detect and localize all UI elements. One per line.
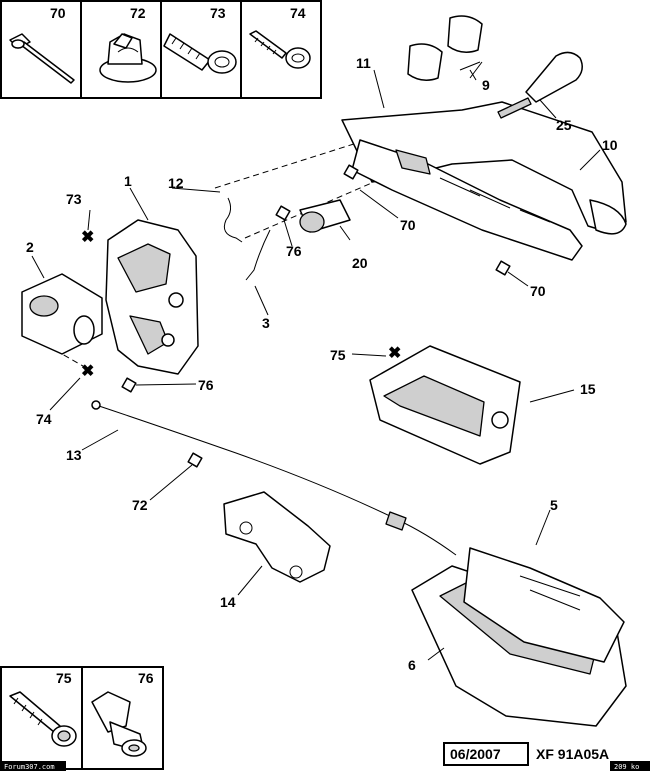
outside-door-handle xyxy=(341,101,627,261)
callout-10: 10 xyxy=(602,137,618,153)
callout-1: 1 xyxy=(124,173,132,189)
screw-washer-icon xyxy=(9,691,77,747)
callout-13: 13 xyxy=(66,447,82,463)
svg-text:✖: ✖ xyxy=(81,229,94,246)
inside-door-handle xyxy=(411,547,627,727)
callout-73: 73 xyxy=(66,191,82,207)
watermark-left: Forum307.com xyxy=(4,763,55,771)
callout-numbers: 1 2 3 5 6 9 10 11 12 13 14 15 20 25 70 7… xyxy=(26,55,618,673)
lock-cover xyxy=(369,345,521,465)
callout-70-upper: 70 xyxy=(400,217,416,233)
callout-11: 11 xyxy=(356,55,371,71)
control-rods xyxy=(223,197,271,281)
position-markers: ✖ ✖ ✖ xyxy=(81,164,511,468)
callout-5: 5 xyxy=(550,497,558,513)
legend-number-73: 73 xyxy=(210,5,226,21)
clip-fastener-icon xyxy=(91,691,147,757)
callout-9: 9 xyxy=(482,77,490,93)
legend-number-76: 76 xyxy=(138,670,154,686)
leader-lines xyxy=(31,69,601,661)
callout-2: 2 xyxy=(26,239,34,255)
callout-12: 12 xyxy=(168,175,184,191)
callout-6: 6 xyxy=(408,657,416,673)
legend-bottom: 75 76 xyxy=(0,666,164,770)
legend-number-70: 70 xyxy=(50,5,66,21)
legend-top: 70 72 73 74 xyxy=(0,0,322,99)
cover-caps xyxy=(407,15,483,81)
callout-72: 72 xyxy=(132,497,148,513)
lock-cylinder xyxy=(299,199,351,233)
svg-text:✖: ✖ xyxy=(388,345,401,362)
watermark-right: 209 ko xyxy=(614,763,639,771)
footer: 06/2007 XF 91A05A Forum307.com 209 ko xyxy=(0,742,650,771)
footer-reference: XF 91A05A xyxy=(536,746,609,762)
callout-75: 75 xyxy=(330,347,346,363)
callout-74: 74 xyxy=(36,411,52,427)
legend-number-72: 72 xyxy=(130,5,146,21)
callout-15: 15 xyxy=(580,381,596,397)
push-rivet-icon xyxy=(9,33,75,84)
screw-bushing-icon xyxy=(249,30,311,69)
callout-3: 3 xyxy=(262,315,270,331)
footer-date: 06/2007 xyxy=(450,746,501,762)
release-cable xyxy=(91,400,457,556)
legend-number-74: 74 xyxy=(290,5,306,21)
callout-76-upper: 76 xyxy=(286,243,302,259)
key-icon xyxy=(497,51,583,119)
mounting-bracket xyxy=(223,491,331,583)
callout-14: 14 xyxy=(220,594,236,610)
cable-clip-icon xyxy=(99,33,157,83)
callout-70-lower: 70 xyxy=(530,283,546,299)
callout-20: 20 xyxy=(352,255,368,271)
door-lock-body xyxy=(105,219,199,375)
svg-text:✖: ✖ xyxy=(81,363,94,380)
plastic-plug-icon xyxy=(163,33,237,74)
callout-25: 25 xyxy=(556,117,572,133)
legend-number-75: 75 xyxy=(56,670,72,686)
door-striker xyxy=(21,273,103,355)
callout-76-lower: 76 xyxy=(198,377,214,393)
